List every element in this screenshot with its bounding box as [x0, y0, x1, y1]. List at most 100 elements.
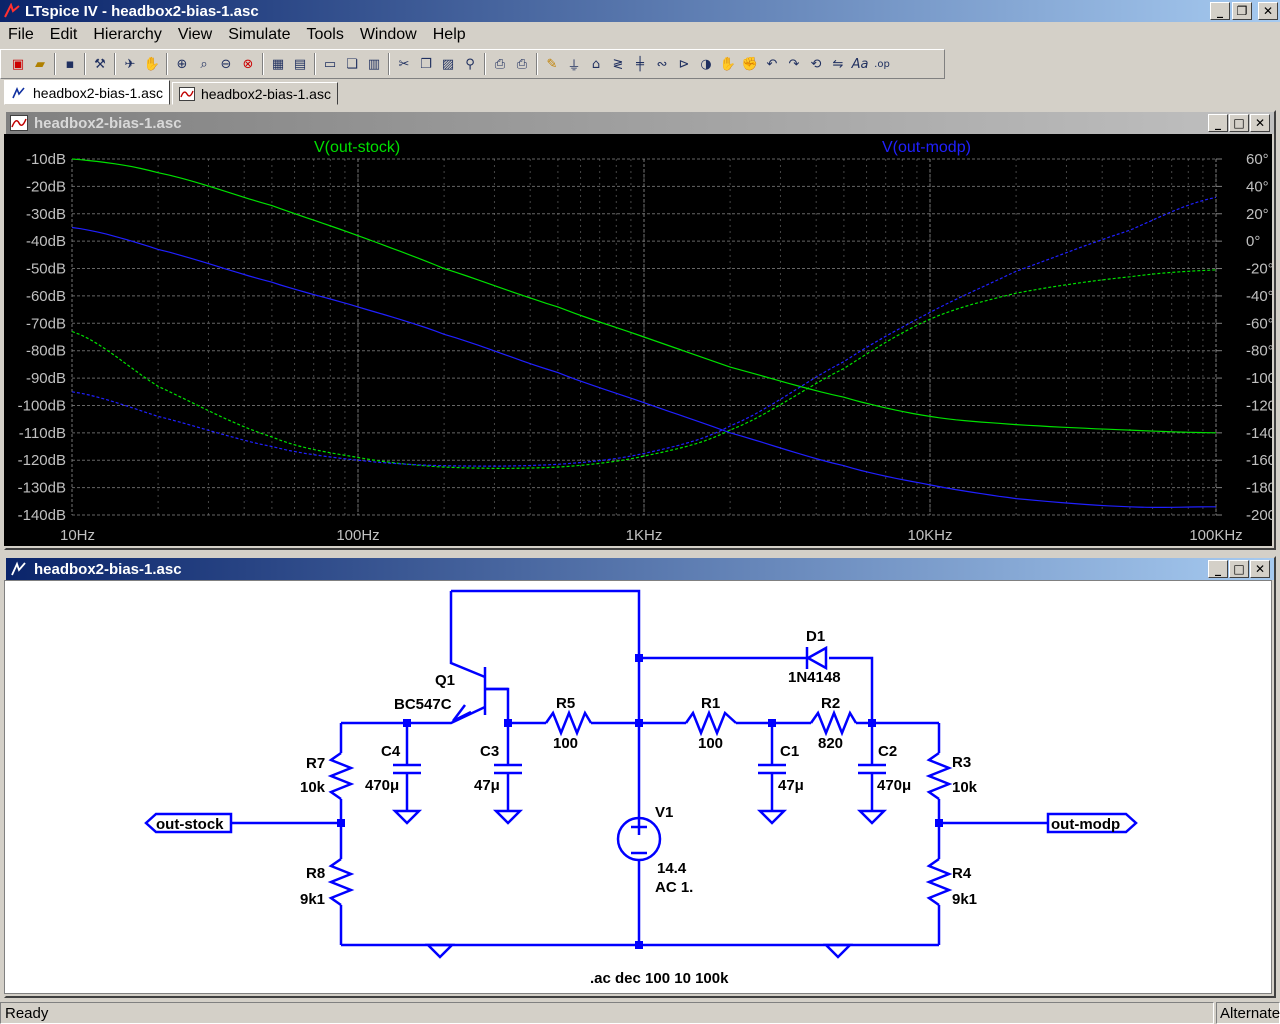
control-panel-icon[interactable]: ⚒ — [94, 56, 106, 72]
close-icon[interactable]: ✕ — [1250, 560, 1270, 578]
resistor-r3[interactable] — [925, 751, 953, 801]
diode-d1[interactable] — [805, 645, 828, 671]
component-icon[interactable]: ◑ — [700, 56, 712, 72]
pan-icon[interactable]: ⌕ — [200, 56, 208, 72]
new-schematic-icon[interactable]: ▣ — [11, 56, 25, 72]
capacitor-c3[interactable] — [494, 763, 522, 775]
y-tick-label-right: -100° — [1246, 370, 1272, 387]
label-r7-value: 10k — [300, 779, 326, 796]
schematic-icon — [12, 86, 25, 98]
y-tick-label-left: -50dB — [26, 261, 66, 278]
close-icon[interactable]: ✕ — [1258, 2, 1278, 20]
mirror-icon[interactable]: ⇋ — [832, 56, 844, 72]
tile-horizontal-icon[interactable]: ▭ — [323, 56, 337, 72]
schematic-canvas[interactable]: Q1 BC547C R5 100 R1 100 R2 820 D1 1N4148… — [4, 580, 1272, 994]
paste-icon[interactable]: ▨ — [441, 56, 455, 72]
app-title: LTspice IV - headbox2-bias-1.asc — [25, 2, 259, 20]
series-phase-3 — [71, 196, 1217, 467]
rotate-icon[interactable]: ⟲ — [810, 56, 822, 72]
x-tick-label: 10KHz — [907, 527, 952, 544]
autorange-icon[interactable]: ▦ — [271, 56, 285, 72]
restore-icon[interactable]: ❐ — [1232, 2, 1252, 20]
copy-icon[interactable]: ❐ — [420, 56, 432, 72]
redo-icon[interactable]: ↷ — [788, 56, 800, 72]
draw-wire-icon[interactable]: ✎ — [546, 56, 558, 72]
port-out-modp[interactable] — [1046, 812, 1138, 834]
drag-icon[interactable]: ✊ — [741, 56, 759, 72]
inductor-icon[interactable]: ∾ — [656, 56, 668, 72]
resistor-r4[interactable] — [925, 857, 953, 907]
zoom-in-icon[interactable]: ⊕ — [176, 56, 188, 72]
capacitor-c2[interactable] — [858, 763, 886, 775]
label-r2-value: 820 — [818, 735, 843, 752]
run-icon[interactable]: ✈ — [124, 56, 136, 72]
resistor-r8[interactable] — [327, 857, 355, 907]
menu-view[interactable]: View — [177, 26, 213, 43]
capacitor-icon[interactable]: ╪ — [636, 56, 644, 72]
resistor-r7[interactable] — [327, 751, 355, 801]
spice-directive[interactable]: .ac dec 100 10 100k — [590, 970, 729, 987]
capacitor-c1[interactable] — [758, 763, 786, 775]
menu-hierarchy[interactable]: Hierarchy — [93, 26, 162, 43]
open-icon[interactable]: ▰ — [35, 56, 45, 72]
halt-icon[interactable]: ✋ — [143, 56, 161, 72]
y-tick-label-left: -80dB — [26, 343, 66, 360]
find-icon[interactable]: ⚲ — [465, 56, 475, 72]
voltage-source-v1[interactable] — [616, 816, 662, 862]
resistor-icon[interactable]: ≷ — [612, 56, 624, 72]
maximize-icon[interactable]: □ — [1229, 560, 1249, 578]
toolbar: ▣ ▰ ▪ ⚒ ✈ ✋ ⊕ ⌕ ⊖ ⊗ ▦ ▤ ▭ ❏ ▥ ✂ ❐ ▨ ⚲ ⎙ … — [0, 49, 945, 79]
resistor-r1[interactable] — [684, 709, 737, 737]
label-net-icon[interactable]: ⌂ — [591, 56, 601, 72]
cut-icon[interactable]: ✂ — [398, 56, 410, 72]
cascade-icon[interactable]: ❏ — [346, 56, 358, 72]
zoom-fit-icon[interactable]: ⊗ — [242, 56, 254, 72]
resistor-r2[interactable] — [809, 709, 858, 737]
menu-tools[interactable]: Tools — [306, 26, 344, 43]
tile-vertical-icon[interactable]: ▥ — [367, 56, 381, 72]
app-titlebar[interactable]: LTspice IV - headbox2-bias-1.asc _ ❐ ✕ — [0, 0, 1280, 22]
undo-icon[interactable]: ↶ — [766, 56, 778, 72]
menu-help[interactable]: Help — [432, 26, 466, 43]
diode-icon[interactable]: ⊳ — [678, 56, 690, 72]
port-out-stock[interactable] — [144, 812, 233, 834]
minimize-icon[interactable]: _ — [1208, 560, 1228, 578]
save-icon[interactable]: ▪ — [65, 56, 75, 72]
y-tick-label-left: -70dB — [26, 315, 66, 332]
menu-window[interactable]: Window — [359, 26, 417, 43]
menu-edit[interactable]: Edit — [49, 26, 78, 43]
tab-schematic[interactable]: headbox2-bias-1.asc — [4, 80, 170, 105]
capacitor-c4[interactable] — [393, 763, 421, 775]
label-q1-value: BC547C — [394, 696, 452, 713]
legend-out-stock: V(out-stock) — [314, 139, 400, 156]
grid-icon[interactable]: ▤ — [293, 56, 307, 72]
schematic-window-title: headbox2-bias-1.asc — [34, 560, 182, 578]
transistor-q1[interactable] — [452, 667, 508, 723]
resistor-r5[interactable] — [544, 709, 593, 737]
minimize-icon[interactable]: _ — [1208, 114, 1228, 132]
schematic-window-titlebar[interactable]: headbox2-bias-1.asc _ □ ✕ — [6, 558, 1274, 580]
menu-file[interactable]: File — [8, 26, 34, 43]
close-icon[interactable]: ✕ — [1250, 114, 1270, 132]
plot-window-titlebar[interactable]: headbox2-bias-1.asc _ □ ✕ — [6, 112, 1274, 134]
text-icon[interactable]: Aa — [851, 56, 869, 72]
y-tick-label-right: -180° — [1246, 480, 1272, 497]
menu-simulate[interactable]: Simulate — [228, 26, 291, 43]
zoom-out-icon[interactable]: ⊖ — [220, 56, 232, 72]
print-icon[interactable]: ⎙ — [516, 56, 528, 72]
spice-directive-icon[interactable]: .op — [874, 58, 890, 70]
minimize-icon[interactable]: _ — [1210, 2, 1230, 20]
schematic-drawing[interactable]: Q1 BC547C R5 100 R1 100 R2 820 D1 1N4148… — [5, 581, 1271, 993]
y-tick-label-right: -200° — [1246, 507, 1272, 524]
ground-icon[interactable]: ⏚ — [567, 58, 581, 74]
label-d1-value: 1N4148 — [788, 669, 841, 686]
maximize-icon[interactable]: □ — [1229, 114, 1249, 132]
label-r2-name: R2 — [821, 695, 840, 712]
print-setup-icon[interactable]: ⎙ — [494, 56, 506, 72]
tab-waveform[interactable]: headbox2-bias-1.asc — [171, 82, 338, 105]
label-c3-name: C3 — [480, 743, 499, 760]
move-icon[interactable]: ✋ — [719, 56, 737, 72]
